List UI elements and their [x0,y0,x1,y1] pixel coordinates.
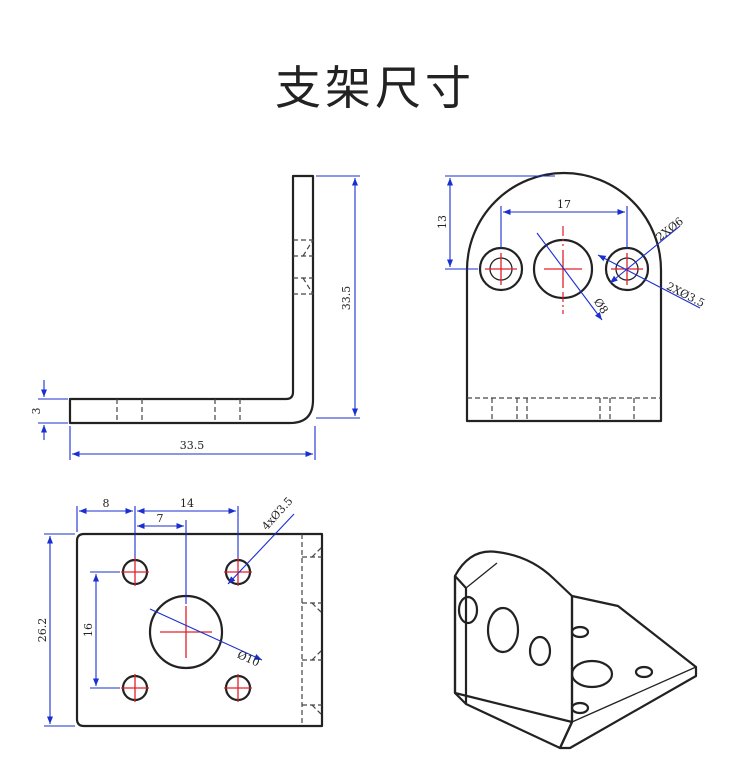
page-title: 支架尺寸 [275,61,475,115]
front-view: 13 17 Ø8 2XØ6 2XØ3.5 [436,171,707,423]
front-spacing-label: 17 [557,198,571,211]
top-big-hole-label: Ø10 [235,648,261,669]
side-view: 33.5 33.5 3 [30,174,360,460]
top-hole4-label: 4xØ3.5 [259,495,295,533]
front-small-hole-label: 2XØ3.5 [664,280,707,310]
side-width-label: 33.5 [180,439,205,452]
top-w8-label: 8 [103,497,110,510]
front-big-hole-label: Ø8 [591,296,611,317]
top-w7-label: 7 [157,512,164,525]
top-h26-label: 26.2 [36,618,49,643]
front-counterbore-label: 2XØ6 [654,215,686,244]
top-w14-label: 14 [180,497,194,510]
top-view: 8 14 7 16 26.2 4xØ3.5 Ø10 [36,495,324,728]
front-top-label: 13 [436,215,449,229]
top-h16-label: 16 [82,623,95,637]
isometric-view [453,550,698,750]
side-thickness-label: 3 [30,408,43,415]
side-height-label: 33.5 [340,286,353,311]
